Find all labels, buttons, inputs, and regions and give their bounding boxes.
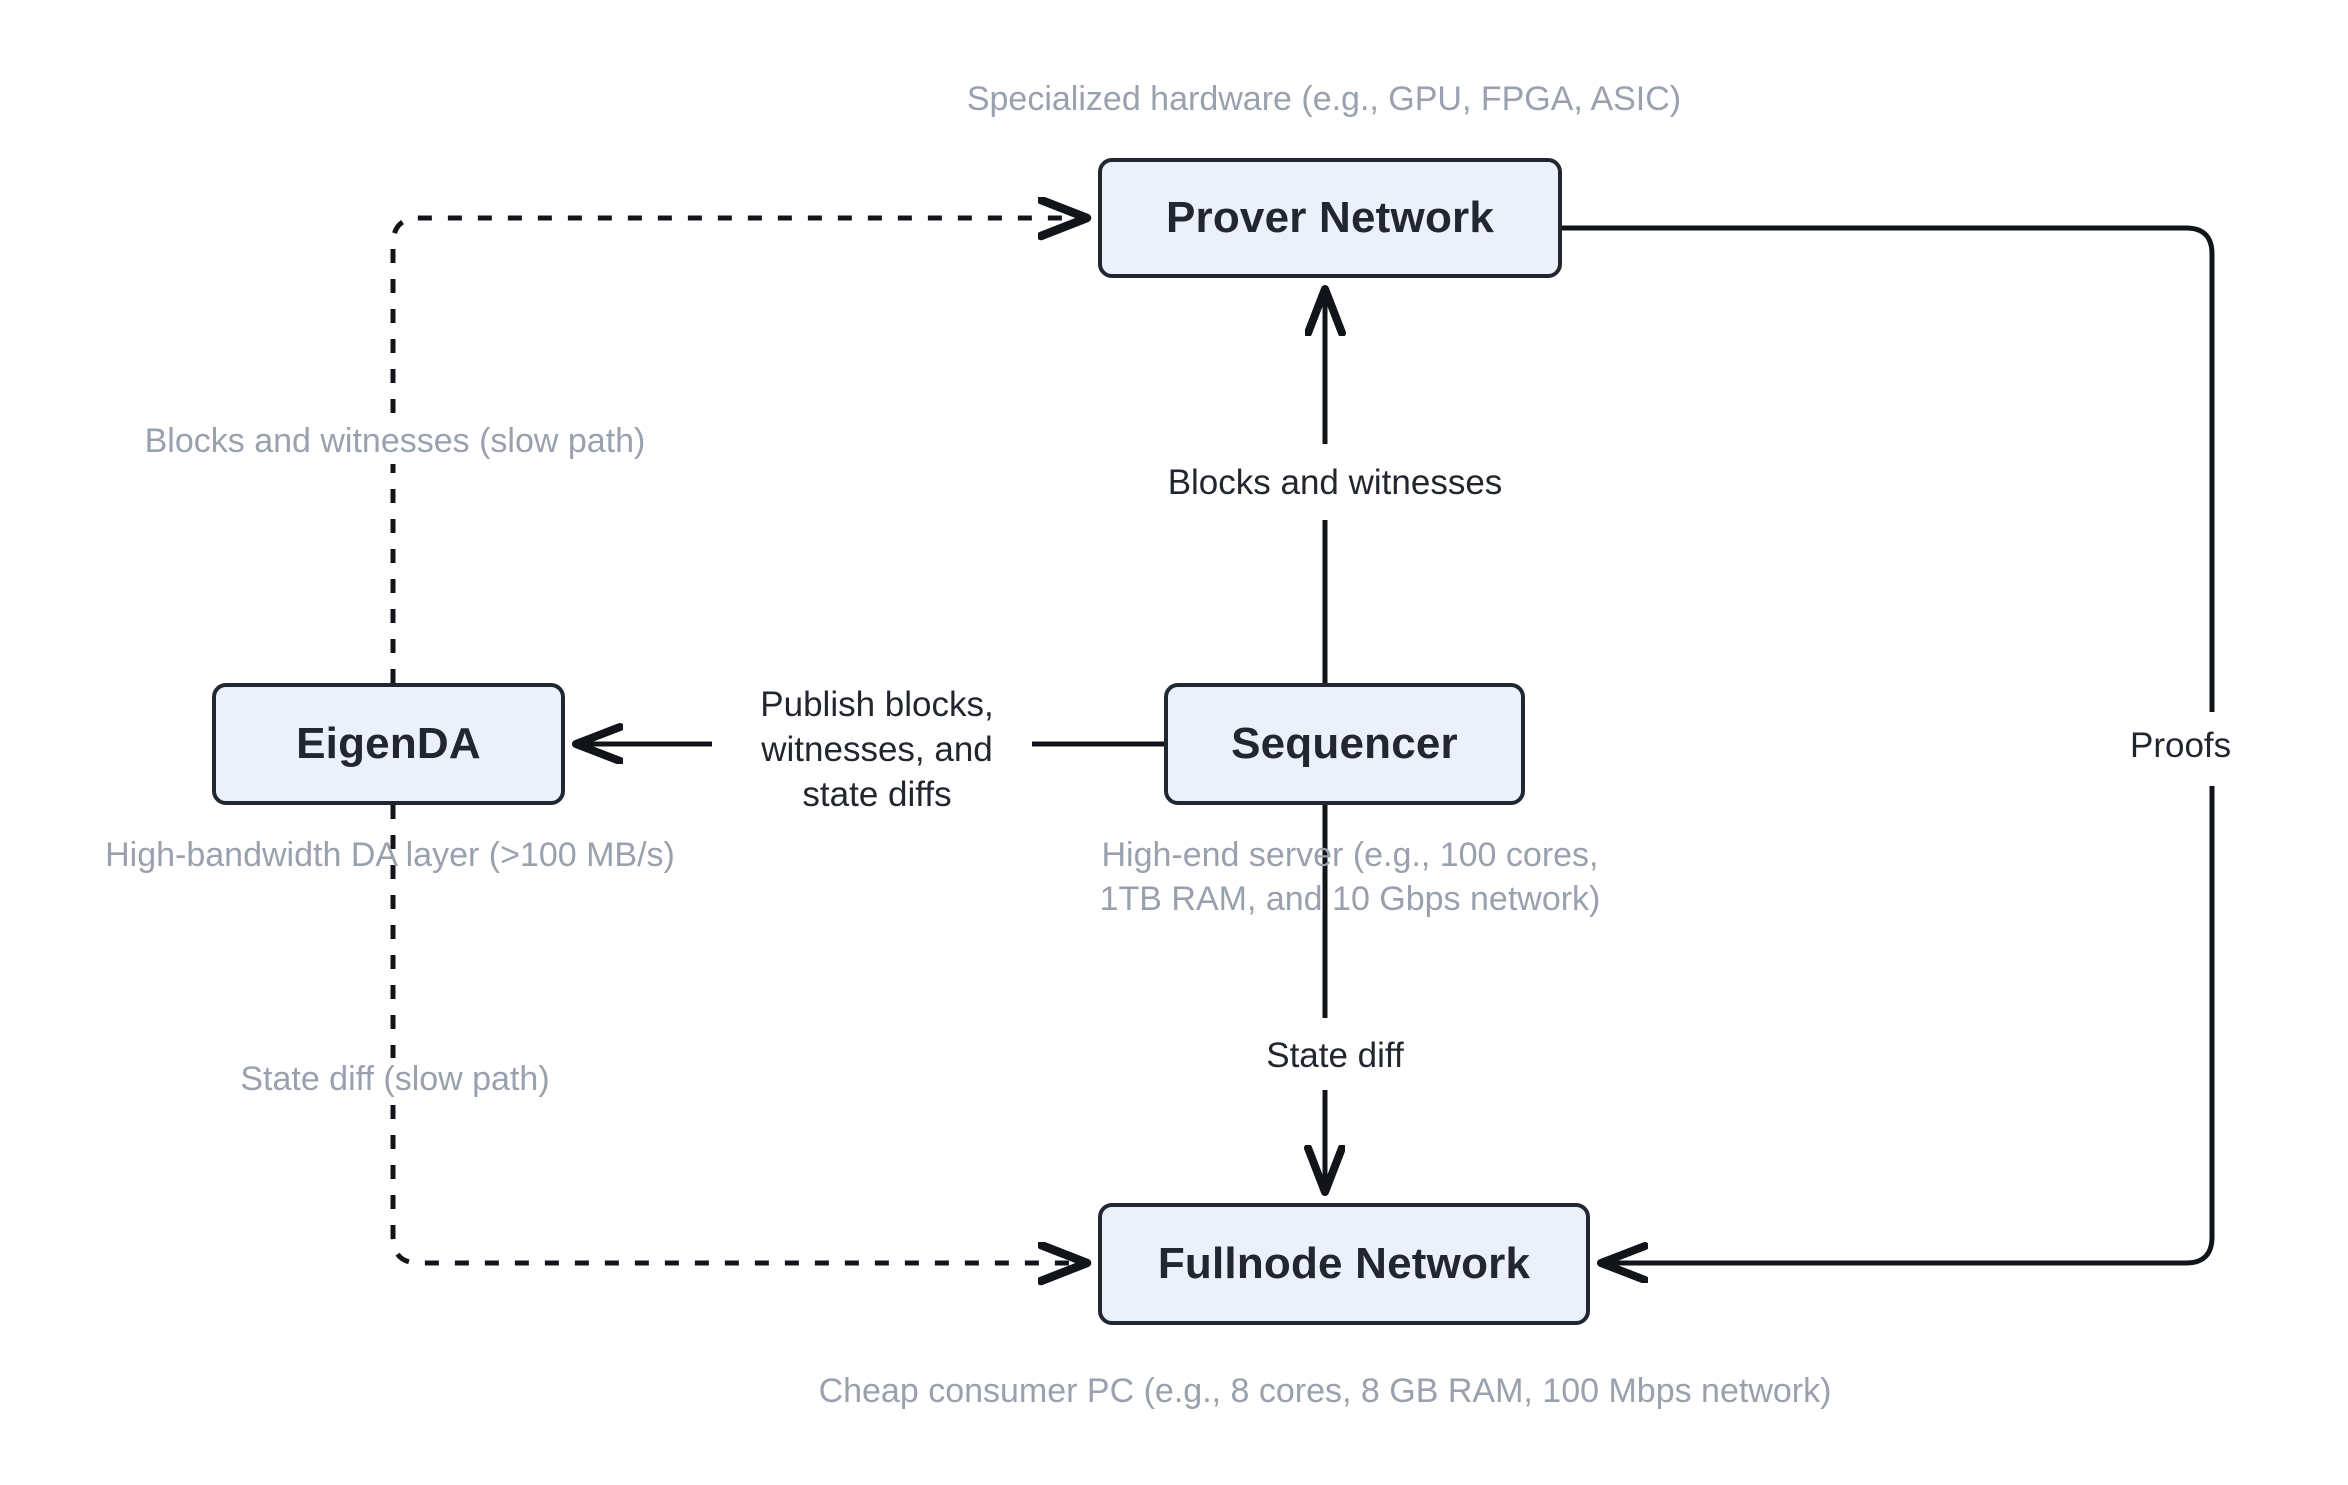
edge-eigenda-to-fullnode-dashed — [390, 805, 1086, 1263]
caption-sequencer: High-end server (e.g., 100 cores, 1TB RA… — [1099, 836, 1601, 918]
node-fullnode-network-label: Fullnode Network — [1157, 1239, 1531, 1288]
node-prover-network-label: Prover Network — [1165, 193, 1495, 242]
caption-fullnode-network: Cheap consumer PC (e.g., 8 cores, 8 GB R… — [818, 1372, 1832, 1410]
node-sequencer-label: Sequencer — [1231, 719, 1458, 768]
edge-label-blocks-and-witnesses: Blocks and witnesses — [1100, 455, 1570, 512]
node-sequencer[interactable]: Sequencer — [1164, 683, 1525, 805]
edge-label-state-diff: State diff — [1195, 1028, 1475, 1085]
node-eigenda-label: EigenDA — [296, 719, 481, 768]
edge-label-publish-blocks-witnesses-state-diffs: Publish blocks, witnesses, and state dif… — [722, 675, 1032, 826]
edge-prover-to-fullnode-top — [1562, 225, 2215, 712]
edge-label-state-diff-slow-path: State diff (slow path) — [120, 1058, 670, 1102]
edge-eigenda-to-prover-dashed — [390, 218, 1086, 683]
edge-label-proofs: Proofs — [2120, 718, 2330, 775]
caption-eigenda: High-bandwidth DA layer (>100 MB/s) — [105, 836, 675, 874]
edge-prover-to-fullnode-bottom — [1602, 786, 2215, 1263]
node-prover-network[interactable]: Prover Network — [1098, 158, 1562, 278]
caption-prover-network: Specialized hardware (e.g., GPU, FPGA, A… — [966, 80, 1682, 118]
node-fullnode-network[interactable]: Fullnode Network — [1098, 1203, 1590, 1325]
edge-label-blocks-and-witnesses-slow-path: Blocks and witnesses (slow path) — [60, 420, 730, 464]
node-eigenda[interactable]: EigenDA — [212, 683, 565, 805]
